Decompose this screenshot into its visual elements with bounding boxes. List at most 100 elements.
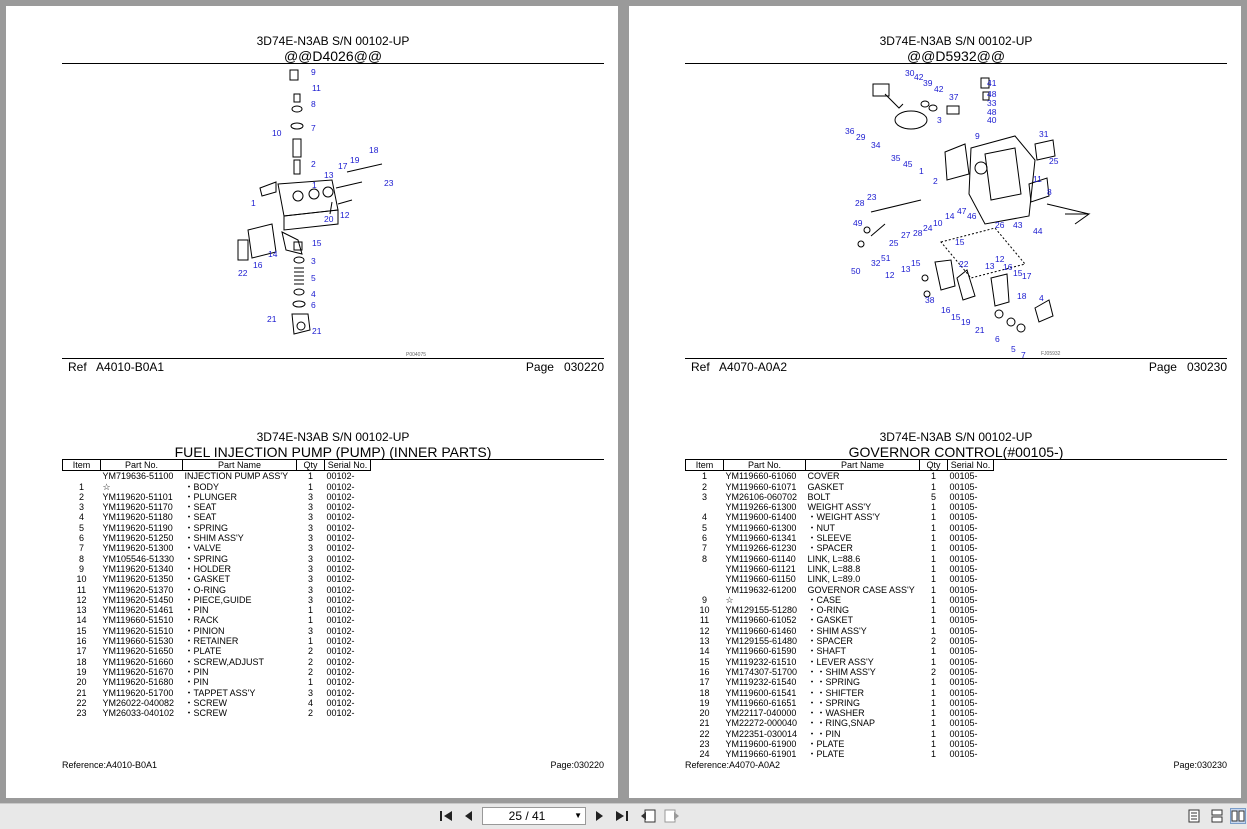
callout: 42 <box>914 72 924 82</box>
callout: 24 <box>923 223 933 233</box>
cell-serial-number: 00105- <box>949 697 978 708</box>
prev-page-icon[interactable] <box>460 808 476 824</box>
callout: 9 <box>975 131 980 141</box>
cell-part-number: YM119620-51510 <box>102 625 174 636</box>
cell-qty: 1 <box>930 687 936 698</box>
callout: 27 <box>901 230 911 240</box>
cell-serial-number: 00105- <box>949 584 978 595</box>
cell-part-name: ・O-RING <box>184 584 227 595</box>
first-page-icon[interactable] <box>438 808 454 824</box>
footer-reference: Reference:A4070-A0A2 <box>685 760 781 770</box>
cell-qty: 1 <box>930 543 936 554</box>
cell-serial-number: 00102- <box>326 697 355 708</box>
cell-part-number: YM119620-51650 <box>102 646 174 657</box>
cell-part-number: YM119660-61150 <box>725 574 796 585</box>
cell-item: 2 <box>78 491 84 502</box>
cell-part-name: ・VALVE <box>184 543 222 554</box>
diagram-caption: FJ05932 <box>1041 351 1061 357</box>
cell-qty: 1 <box>930 512 936 523</box>
cell-serial-number: 00105- <box>949 666 978 677</box>
last-page-icon[interactable] <box>614 808 630 824</box>
callout: 34 <box>871 140 881 150</box>
cell-item: 6 <box>78 533 84 544</box>
cell-part-number: YM22117-040000 <box>725 708 797 719</box>
next-view-icon[interactable] <box>664 808 680 824</box>
cell-item <box>686 564 724 574</box>
previous-view-icon[interactable] <box>640 808 656 824</box>
callout: 7 <box>311 123 316 133</box>
cell-qty: 1 <box>307 636 313 647</box>
cell-part-name: ・SCREW <box>184 708 228 719</box>
cell-part-number: YM119660-61651 <box>725 697 797 708</box>
exploded-parts-diagram: 30 42 39 42 37 41 48 33 48 40 36 29 34 3… <box>845 68 1091 358</box>
cell-item: 8 <box>701 553 707 564</box>
cell-qty: 1 <box>930 728 936 739</box>
cell-qty: 1 <box>930 708 936 719</box>
cell-part-number: YM119600-61900 <box>725 739 797 750</box>
callout: 17 <box>338 161 348 171</box>
callout: 19 <box>350 155 360 165</box>
cell-part-number: ☆ <box>725 594 734 605</box>
footer-rule <box>62 358 604 359</box>
callout-labels: 30 42 39 42 37 41 48 33 48 40 36 29 34 3… <box>845 68 1059 358</box>
callout: 21 <box>312 326 322 336</box>
cell-qty: 3 <box>307 584 313 595</box>
next-page-icon[interactable] <box>592 808 608 824</box>
section-model: 3D74E-N3AB S/N 00102-UP <box>879 430 1033 444</box>
callout: 1 <box>251 198 256 208</box>
cell-item: 11 <box>76 584 87 595</box>
callout: 32 <box>871 258 881 268</box>
cell-part-number: YM119620-51680 <box>102 677 174 688</box>
cell-qty: 1 <box>930 481 936 492</box>
cell-serial-number: 00102- <box>326 502 355 513</box>
cell-item: 16 <box>699 666 710 677</box>
cell-item: 18 <box>699 687 710 698</box>
cell-qty: 1 <box>930 574 936 585</box>
cell-part-name: ・SPRING <box>184 522 229 533</box>
cell-qty: 1 <box>930 584 936 595</box>
page-number-select[interactable]: 25 / 41 ▼ <box>482 807 586 825</box>
cell-part-number: YM119660-61590 <box>725 646 797 657</box>
footer-page: Page:030220 <box>550 760 604 770</box>
callout: 15 <box>951 312 961 322</box>
cell-part-name: INJECTION PUMP ASS'Y <box>184 471 289 482</box>
cell-qty: 1 <box>930 605 936 616</box>
cell-item: 16 <box>76 636 87 647</box>
cell-qty: 1 <box>930 533 936 544</box>
cell-qty: 1 <box>307 615 313 626</box>
callout: 18 <box>369 145 379 155</box>
page-indicator: 25 / 41 <box>508 809 546 823</box>
cell-qty: 3 <box>307 574 313 585</box>
cell-item: 17 <box>699 677 710 688</box>
facing-view-icon[interactable] <box>1230 808 1246 824</box>
single-page-view-icon[interactable] <box>1186 808 1202 824</box>
callout: 2 <box>933 176 938 186</box>
cell-item: 7 <box>701 543 707 554</box>
callout: 10 <box>933 218 943 228</box>
header-rule <box>685 63 1227 64</box>
continuous-view-icon[interactable] <box>1209 808 1225 824</box>
cell-part-number: YM119620-51250 <box>102 533 174 544</box>
callout: 33 <box>987 98 997 108</box>
cell-serial-number: 00105- <box>949 718 978 729</box>
col-header-part-name: Part Name <box>805 458 920 472</box>
callout-labels: 9 11 8 10 7 2 17 19 18 13 1 23 1 12 20 1… <box>238 67 394 336</box>
cell-item: 11 <box>699 615 710 626</box>
ref-value: A4010-B0A1 <box>96 360 165 374</box>
cell-serial-number: 00105- <box>949 574 978 585</box>
cell-qty: 2 <box>307 708 313 719</box>
cell-part-number: YM119620-51670 <box>102 666 174 677</box>
cell-item: 1 <box>701 471 707 482</box>
cell-qty: 3 <box>307 625 313 636</box>
cell-item: 15 <box>699 656 710 667</box>
cell-item: 3 <box>78 502 84 513</box>
cell-part-name: ・RACK <box>184 615 219 626</box>
cell-serial-number: 00105- <box>949 594 978 605</box>
cell-item: 12 <box>76 594 87 605</box>
